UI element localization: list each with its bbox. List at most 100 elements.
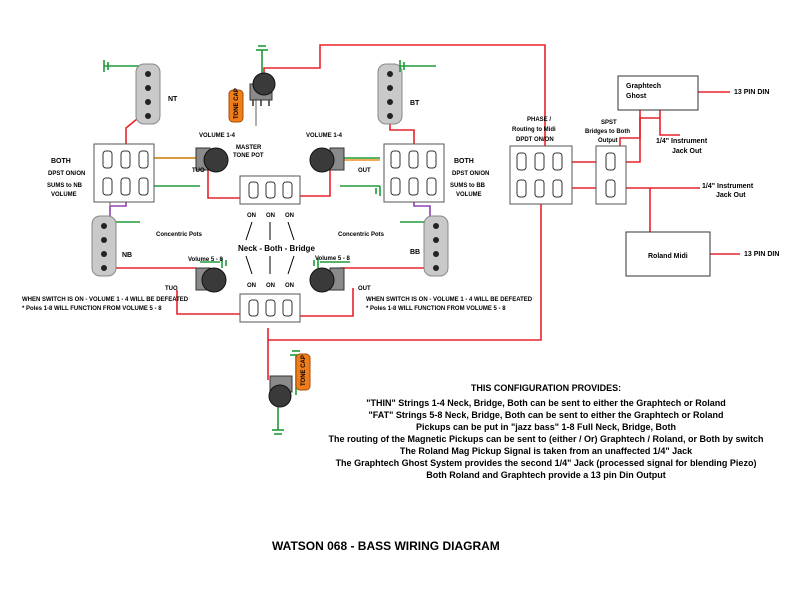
spst-switch [595,145,627,205]
red-wire-out-bottom [298,288,354,317]
pickup-bt-body [377,63,403,125]
pickup-nt-label: NT [168,96,178,103]
selector-on-3: ON [285,213,294,219]
selector-on-b1: ON [247,283,256,289]
switch-right-top-sums-2: VOLUME [456,192,482,198]
switch-left-top-sums-2: VOLUME [51,192,77,198]
ground-icon [375,186,381,196]
tuo-bottom-label: TUO [165,286,178,292]
pickup-bb: BB [410,215,449,277]
description-line: Both Roland and Graphtech provide a 13 p… [426,470,666,480]
description-heading: THIS CONFIGURATION PROVIDES: [471,383,621,393]
spst-label-2: Bridges to Both [585,129,630,135]
description-block: THIS CONFIGURATION PROVIDES: "THIN" Stri… [328,383,763,480]
jack2-label-2: Jack Out [716,192,746,199]
volume-right-top-label: VOLUME 1-4 [306,133,343,139]
red-wire-bottom-loop [268,190,542,341]
volume-knob-left-top [203,147,229,173]
description-line: Pickups can be put in "jazz bass" 1-8 Fu… [416,422,676,432]
master-tone-knob [252,72,276,96]
note-right-1: WHEN SWITCH IS ON - VOLUME 1 - 4 WILL BE… [366,297,533,303]
ground-icon [103,60,109,72]
pickup-bt: BT [377,63,420,125]
jack1-label-1: 1/4" Instrument [656,138,708,145]
ground-icon [313,258,319,268]
master-tone-label-1: MASTER [236,145,262,151]
description-line: The Roland Mag Pickup Signal is taken fr… [400,446,693,456]
description-line: The Graphtech Ghost System provides the … [336,458,757,468]
roland-box: Roland Midi [625,231,711,277]
phase-label-2: Routing to Midi [512,127,556,133]
tuo-top-label: TUO [192,168,205,174]
ground-icon [221,258,227,268]
red-wire-out-top [298,170,331,197]
selector-on-2: ON [266,213,275,219]
switch-right-top: BOTH DPST ON/ON SUMS to BB VOLUME [383,143,489,203]
graphtech-label-2: Ghost [626,93,647,100]
spst-label-3: Output [598,138,618,144]
concentric-pots-right-label: Concentric Pots [338,232,385,238]
spst-label-1: SPST [601,120,617,126]
phase-label-3: DPDT ON/ON [516,137,554,143]
bottom-tone-knob [268,384,292,408]
red-wire-jack-1 [620,117,660,163]
volume-pot-right-top [309,147,345,173]
tone-cap-top-label: TONE CAP [234,88,240,119]
pickup-nb: NB [91,215,132,277]
tone-cap-bottom-label: TONE CAP [301,355,307,386]
pickup-nt: NT [135,63,178,125]
volume-pot-right-bottom [309,267,345,293]
selector-on-1: ON [247,213,256,219]
switch-right-top-type: DPST ON/ON [452,171,489,177]
selector-switch-top [239,175,301,205]
pickup-nt-body [135,63,161,125]
din-top-label: 13 PIN DIN [734,89,769,96]
volume-right-bottom-label: Volume 5 - 8 [315,256,351,262]
volume-left-bottom-label: Volume 5 - 8 [188,257,224,263]
roland-label: Roland Midi [648,253,688,260]
description-line: "THIN" Strings 1-4 Neck, Bridge, Both ca… [366,398,726,408]
master-tone-label-2: TONE POT [233,153,264,159]
note-left-1: WHEN SWITCH IS ON - VOLUME 1 - 4 WILL BE… [22,297,189,303]
jack1-label-2: Jack Out [672,148,702,155]
selector-on-b3: ON [285,283,294,289]
description-line: "FAT" Strings 5-8 Neck, Bridge, Both can… [369,410,724,420]
selector-on-b2: ON [266,283,275,289]
graphtech-box: Graphtech Ghost [617,75,699,111]
out-bottom-label: OUT [358,286,371,292]
phase-switch [509,145,573,205]
switch-left-top: BOTH DPST ON/ON SUMS to NB VOLUME [47,143,155,203]
switch-right-top-name: BOTH [454,158,474,165]
volume-left-top-label: VOLUME 1-4 [199,133,236,139]
selector-diagonals [245,221,295,275]
volume-knob-right-bottom [309,267,335,293]
volume-knob-left-bottom [201,267,227,293]
diagram-title: WATSON 068 - BASS WIRING DIAGRAM [272,539,500,553]
description-line: The routing of the Magnetic Pickups can … [328,434,763,444]
phase-label-1: PHASE / [527,117,551,123]
din-bottom-label: 13 PIN DIN [744,251,779,258]
bottom-tone-pot: TONE CAP [268,353,311,408]
selector-switch-bottom [239,293,301,323]
red-wire-graphtech-jack [659,110,680,136]
ground-icon [256,45,268,51]
ground-icon [399,60,405,72]
graphtech-body [617,75,699,111]
note-left-2: * Poles 1-8 WILL FUNCTION FROM VOLUME 5 … [22,306,162,312]
switch-left-top-name: BOTH [51,158,71,165]
switch-right-top-sums-1: SUMS to BB [450,183,486,189]
tone-cap-top [228,89,244,123]
volume-knob-right-top [309,147,335,173]
switch-left-top-sums-1: SUMS to NB [47,183,83,189]
volume-pot-left-top [195,147,229,173]
note-right-2: * Poles 1-8 WILL FUNCTION FROM VOLUME 5 … [366,306,506,312]
red-wire-tuo-bottom [176,290,242,315]
concentric-pots-left-label: Concentric Pots [156,232,203,238]
switch-left-top-type: DPST ON/ON [48,171,85,177]
graphtech-label-1: Graphtech [626,83,661,90]
volume-pot-left-bottom [195,267,227,293]
selector-caption: Neck - Both - Bridge [238,244,315,253]
pickup-bb-label: BB [410,249,420,256]
master-tone-pot: TONE CAP [228,72,276,123]
